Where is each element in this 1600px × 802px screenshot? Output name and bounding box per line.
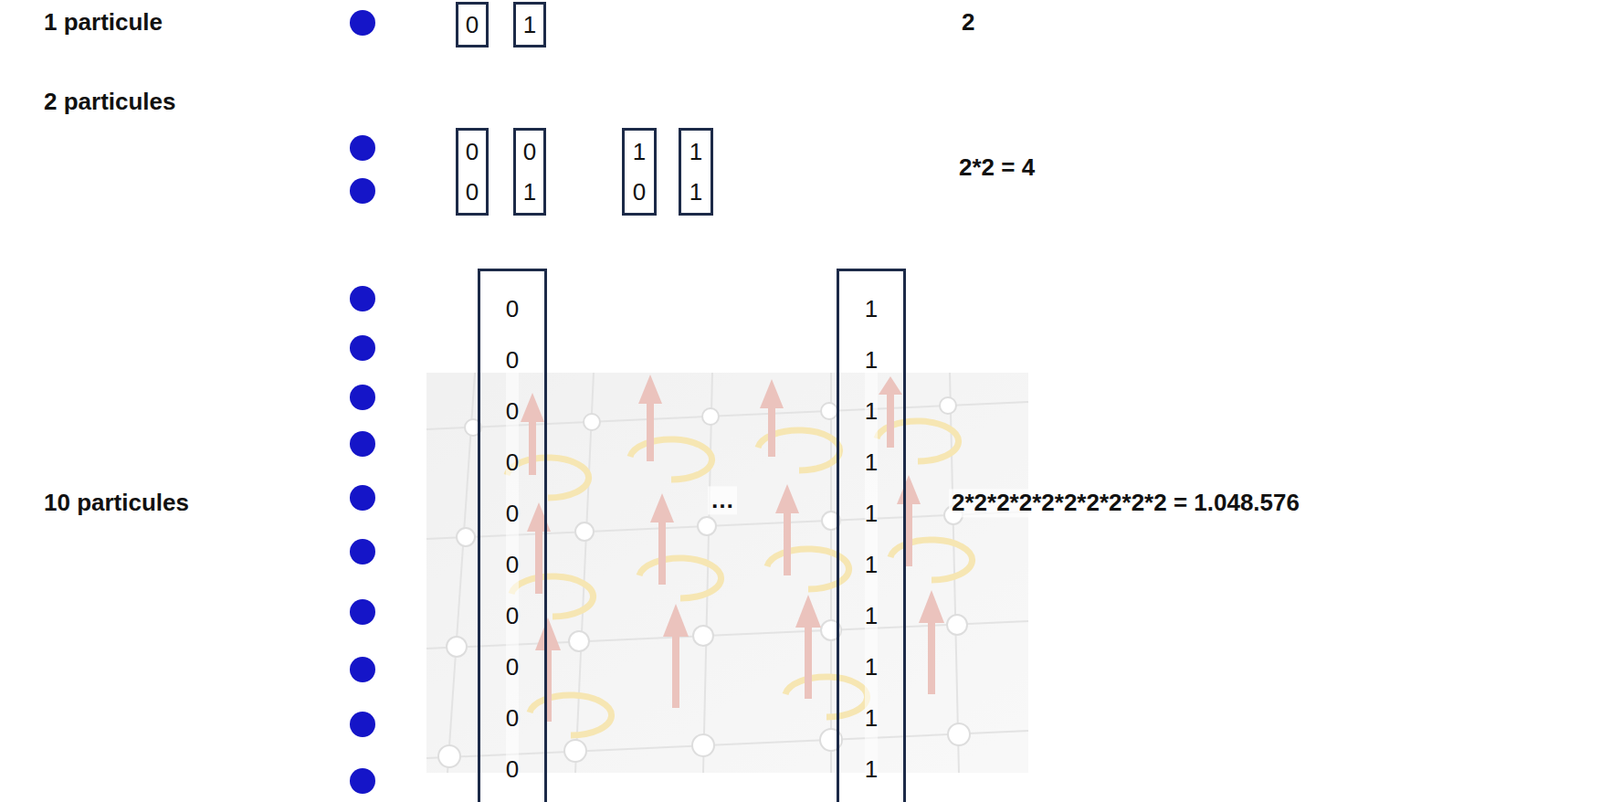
- bit-digits: 1 1 1 1 1 1 1 1 1 1: [864, 283, 878, 795]
- particle-dot: [349, 384, 376, 411]
- particle-dot: [349, 335, 376, 361]
- row-title: 2 particules: [41, 87, 179, 116]
- state-box: 0: [455, 1, 489, 48]
- particle-dots: [349, 10, 376, 794]
- particle-dot: [349, 711, 376, 737]
- particle-dot: [349, 10, 376, 36]
- bit-digits: 0 0 0 0 0 0 0 0 0 0: [505, 283, 519, 795]
- particle-dot: [349, 135, 376, 161]
- count-formula: 2*2 = 4: [956, 153, 1038, 182]
- bit-digits: 0 1: [523, 131, 537, 212]
- particle-dot: [349, 599, 376, 625]
- row-title: 10 particules: [41, 488, 192, 517]
- bit-digits: 0: [465, 6, 479, 43]
- particle-dot: [349, 768, 376, 794]
- bit-digits: 1: [523, 6, 537, 43]
- particle-dot: [349, 484, 376, 511]
- particle-dot: [349, 178, 376, 204]
- state-box: 0 1: [513, 127, 547, 216]
- bit-digits: 0 0: [465, 131, 479, 212]
- state-box: 1 1 1 1 1 1 1 1 1 1: [836, 268, 906, 802]
- ellipsis: …: [707, 485, 737, 515]
- state-box: 1: [513, 1, 547, 48]
- particle-dot: [349, 656, 376, 683]
- count-formula: 2*2*2*2*2*2*2*2*2*2 = 1.048.576: [948, 488, 1303, 517]
- particle-dot: [349, 431, 376, 457]
- count-formula: 2: [958, 8, 978, 37]
- state-box: 1 0: [621, 127, 657, 216]
- state-box: 0 0: [455, 127, 489, 216]
- row-title: 1 particule: [41, 8, 166, 37]
- bit-digits: 1 1: [689, 131, 703, 212]
- particle-dot: [349, 538, 376, 565]
- bit-digits: 1 0: [632, 131, 646, 212]
- particle-dot: [349, 285, 376, 312]
- state-box: 1 1: [678, 127, 714, 216]
- state-box: 0 0 0 0 0 0 0 0 0 0: [477, 268, 548, 802]
